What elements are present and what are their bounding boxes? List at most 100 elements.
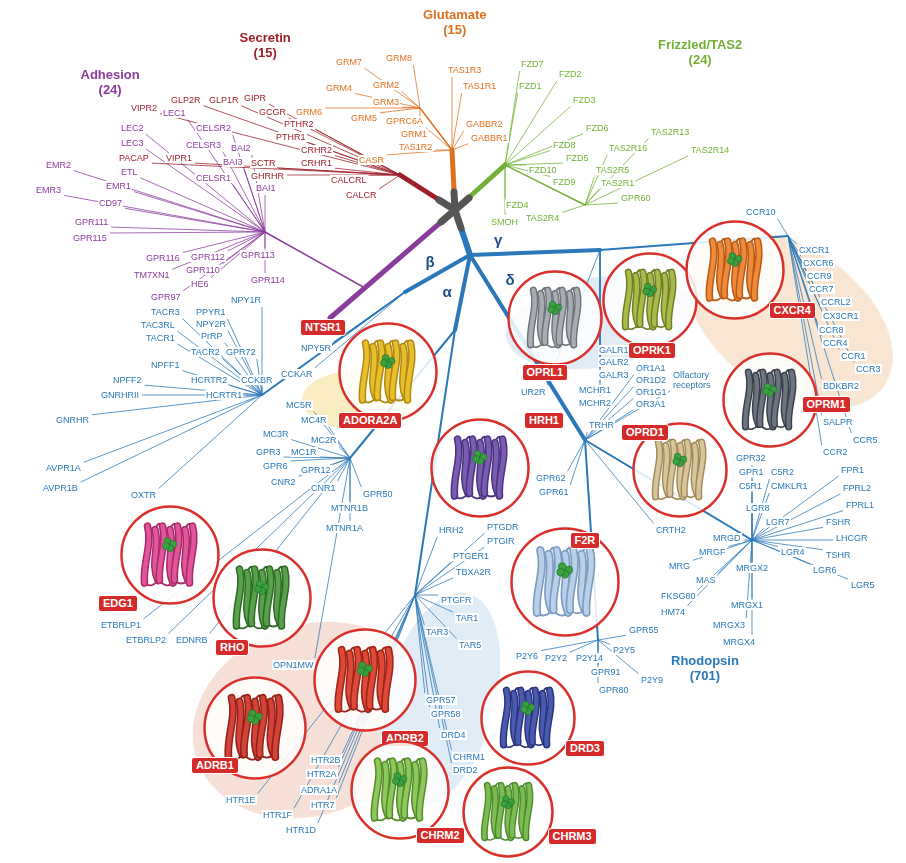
ligand-blob: [163, 543, 170, 550]
protein-helix: [512, 785, 516, 835]
structure-circle: DRD3: [480, 670, 576, 766]
protein-helix: [526, 785, 530, 837]
protein-helix: [503, 690, 507, 745]
gene-label: HRH2: [438, 525, 465, 535]
protein-helix: [586, 550, 591, 613]
structure-circle: ADRB2: [313, 628, 417, 732]
receptor-name: HRH1: [524, 412, 564, 429]
protein-helix: [670, 442, 674, 494]
gene-label: FZD6: [585, 123, 610, 133]
tree-twig: [203, 106, 400, 175]
tree-twig: [291, 458, 350, 461]
tree-twig: [752, 493, 753, 540]
circle-border: [340, 324, 437, 421]
gene-label: HTR1F: [262, 810, 293, 820]
tree-twig: [585, 432, 587, 440]
gene-label: GNRHRII: [100, 390, 140, 400]
tree-branch: [585, 440, 752, 540]
gene-label: CNR2: [270, 477, 297, 487]
protein-helix: [774, 372, 778, 424]
gene-label: CCR4: [822, 338, 849, 348]
gene-label: CCR1: [840, 351, 867, 361]
branch-letter: α: [443, 284, 452, 300]
gene-label: PACAP: [118, 153, 150, 163]
structure-circle: EDG1: [120, 505, 220, 605]
gene-label: GCGR: [258, 107, 287, 117]
protein-helix: [362, 343, 367, 400]
gene-label: PTGDR: [486, 522, 520, 532]
tree-twig: [265, 195, 266, 232]
gene-label: GALR1: [598, 345, 630, 355]
gene-label: ETBRLP1: [100, 620, 142, 630]
protein-helix: [684, 442, 688, 494]
structure-circle-outline: [480, 670, 576, 766]
gene-label: LGR8: [745, 503, 771, 513]
gene-label: CELSR3: [185, 140, 222, 150]
protein-helix: [389, 761, 394, 816]
ligand-blob: [381, 360, 388, 367]
protein-helix: [228, 698, 233, 757]
gene-label: CALCR: [345, 190, 378, 200]
tree-branch: [470, 250, 600, 255]
structure-circle: RHO: [212, 548, 312, 648]
tree-branch: [405, 255, 470, 292]
protein-helix: [454, 439, 459, 496]
receptor-name: CHRM3: [548, 828, 597, 845]
gene-label: CXCR1: [798, 245, 831, 255]
protein-helix: [354, 650, 359, 707]
ligand-blob: [247, 715, 254, 722]
gene-label: CD97: [98, 198, 123, 208]
protein-structure: [338, 647, 390, 711]
gene-label: LGR7: [765, 517, 791, 527]
gene-label: PrRP: [200, 331, 224, 341]
gene-label: GPRC6A: [385, 116, 424, 126]
protein-helix: [244, 698, 249, 755]
receptor-name: OPRK1: [628, 342, 676, 359]
gene-label: OR1A1: [635, 363, 667, 373]
gene-label: CXCR6: [802, 258, 835, 268]
protein-helix: [625, 272, 629, 327]
protein-helix: [537, 550, 542, 613]
gene-label: PTHR1: [275, 132, 307, 142]
protein-helix: [377, 343, 382, 398]
protein-helix: [228, 698, 233, 757]
gene-label: GPR110: [185, 265, 221, 275]
gene-label: GPR57: [425, 695, 457, 705]
protein-helix: [518, 690, 522, 742]
tree-twig: [380, 108, 420, 113]
gene-label: CELSR2: [195, 123, 232, 133]
ligand-blob: [357, 667, 364, 674]
gene-label: HTR1E: [225, 795, 257, 805]
protein-helix: [266, 569, 271, 624]
tree-twig: [146, 134, 265, 232]
gene-label: GPR58: [430, 709, 462, 719]
gene-label: CCR7: [808, 284, 835, 294]
gene-label: LGR4: [780, 547, 806, 557]
gene-label: GRM1: [400, 129, 428, 139]
protein-helix: [369, 650, 374, 707]
structure-circle: F2R: [510, 527, 620, 637]
gene-label: GPR112: [190, 252, 226, 262]
gene-label: CCR10: [745, 207, 777, 217]
gene-label: TAS2R16: [608, 143, 648, 153]
protein-helix: [469, 439, 474, 494]
protein-helix: [788, 372, 792, 427]
gene-label: SMOH: [490, 217, 519, 227]
protein-helix: [338, 650, 343, 709]
tree-twig: [452, 131, 464, 150]
protein-helix: [404, 761, 409, 816]
tree-twig: [752, 527, 823, 540]
protein-helix: [668, 272, 672, 327]
gene-label: HE6: [190, 279, 210, 289]
gene-label: TAS1R1: [462, 81, 497, 91]
receptor-name: OPRM1: [802, 396, 851, 413]
gene-label: FZD8: [552, 140, 577, 150]
gene-label: CRHR2: [300, 145, 333, 155]
gene-label: LEC2: [120, 123, 145, 133]
tree-twig: [145, 385, 262, 395]
protein-helix: [281, 569, 286, 626]
gene-label: CCR2: [822, 447, 849, 457]
receptor-name: OPRL1: [522, 364, 569, 381]
tree-twig: [415, 562, 451, 595]
